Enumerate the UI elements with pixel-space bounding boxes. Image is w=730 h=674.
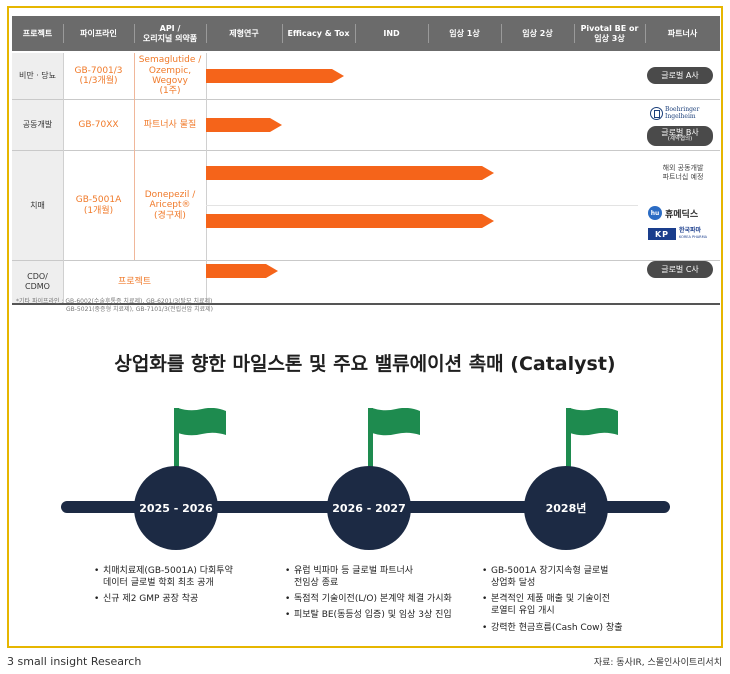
milestone-bullets-1: 치매치료제(GB-5001A) 다회투약 데이터 글로벌 학회 최초 공개 신규… <box>94 565 274 609</box>
category-column <box>12 53 63 303</box>
category-obesity: 비만 · 당뇨 <box>18 71 57 81</box>
column-divider <box>134 53 135 260</box>
milestone-node-1: 2025 - 2026 <box>134 466 218 550</box>
milestone-bullets-3: GB-5001A 장기지속형 글로벌 상업화 달성 본격적인 제품 매출 및 기… <box>482 565 672 638</box>
header-divider <box>428 24 429 43</box>
partner-badge-b: 글로벌 B사 (계약협의) <box>647 126 713 146</box>
header-divider <box>282 24 283 43</box>
progress-arrow-gb5001a-2 <box>206 214 494 228</box>
partner-b-label: 글로벌 B사 <box>661 127 699 137</box>
header-api: API / 오리지널 의약품 <box>142 24 198 43</box>
bullet-item: 신규 제2 GMP 공장 착공 <box>94 593 274 605</box>
header-efficacy: Efficacy & Tox <box>287 28 350 38</box>
partner-badge-c: 글로벌 C사 <box>647 261 713 278</box>
api-semaglutide: Semaglutide / Ozempic, Wegovy (1주) <box>138 55 202 97</box>
flag-pole <box>368 408 373 476</box>
category-cdo: CDO/ CDMO <box>25 272 50 291</box>
pipeline-project: 프로젝트 <box>117 276 152 287</box>
partner-b-note: (계약협의) <box>667 136 693 143</box>
bullet-item: 유럽 빅파마 등 글로벌 파트너사 전임상 종료 <box>285 565 480 589</box>
progress-arrow-gb7001 <box>206 69 345 83</box>
progress-arrow-gb70xx <box>206 118 282 132</box>
header-divider <box>355 24 356 43</box>
partner-badge-a: 글로벌 A사 <box>647 67 713 84</box>
header-divider <box>574 24 575 43</box>
progress-arrow-cdo <box>206 264 279 278</box>
header-partner: 파트너사 <box>667 28 698 38</box>
flag-icon <box>372 408 420 436</box>
header-pipeline: 파이프라인 <box>80 28 117 38</box>
humedix-name: 휴메딕스 <box>665 210 699 220</box>
row-divider <box>12 99 720 100</box>
table-header: 프로젝트 파이프라인 API / 오리지널 의약품 제형연구 Efficacy … <box>12 16 720 51</box>
koreapharma-sub: KOREA PHARMA <box>679 235 707 239</box>
pipeline-gb70xx: GB-70XX <box>78 119 119 130</box>
flag-icon <box>570 408 618 436</box>
source-note: 자료: 동사IR, 스몰인사이트리서치 <box>593 658 722 668</box>
footnote-line2: GB-5021(중증형 치료제), GB-7101/3(전립선암 치료제) <box>66 306 213 313</box>
milestone-node-3: 2028년 <box>524 466 608 550</box>
progress-arrow-gb5001a-1 <box>206 166 494 180</box>
koreapharma-name: 한국파마 <box>679 227 702 234</box>
flag-pole <box>566 408 571 476</box>
flag-icon <box>178 408 226 436</box>
header-project: 프로젝트 <box>22 28 53 38</box>
footnote-line1: *기타 파이프라인 : GB-6002(수술후통증 치료제), GB-6201/… <box>16 298 213 305</box>
bullet-item: 본격적인 제품 매출 및 기술이전 로열티 유입 개시 <box>482 593 672 617</box>
header-divider <box>206 24 207 43</box>
page-footer: 3 small insight Research <box>7 655 142 668</box>
header-phase1: 임상 1상 <box>449 28 480 38</box>
bullet-item: 피보탈 BE(동등성 입증) 및 임상 3상 진입 <box>285 609 480 621</box>
bullet-item: GB-5001A 장기지속형 글로벌 상업화 달성 <box>482 565 672 589</box>
header-formulation: 제형연구 <box>229 28 259 38</box>
api-partner-material: 파트너사 물질 <box>143 119 197 130</box>
boehringer-name: Boehringer Ingelheim <box>665 106 700 120</box>
flag-pole <box>174 408 179 476</box>
boehringer-mark-icon <box>650 107 663 120</box>
humedix-mark-icon: hu <box>648 206 662 220</box>
milestone-bullets-2: 유럽 빅파마 등 글로벌 파트너사 전임상 종료 독점적 기술이전(L/O) 본… <box>285 565 480 626</box>
table-bottom-rule <box>12 303 720 305</box>
header-divider <box>63 24 64 43</box>
row-sub-divider <box>206 205 638 206</box>
milestone-node-2: 2026 - 2027 <box>327 466 411 550</box>
partner-overseas-text: 해외 공동개발 파트너십 예정 <box>662 164 704 182</box>
category-codevelop: 공동개발 <box>22 120 53 130</box>
header-divider <box>645 24 646 43</box>
pipeline-gb5001a: GB-5001A (1개월) <box>75 195 122 216</box>
header-phase2: 임상 2상 <box>522 28 553 38</box>
header-divider <box>501 24 502 43</box>
column-divider <box>63 53 64 303</box>
content-frame <box>7 6 723 648</box>
row-divider <box>12 260 720 261</box>
bullet-item: 강력한 현금흐름(Cash Cow) 창출 <box>482 622 672 634</box>
bullet-item: 독점적 기술이전(L/O) 본계약 체결 가시화 <box>285 593 480 605</box>
category-dementia: 치매 <box>30 200 45 210</box>
boehringer-logo: Boehringer Ingelheim <box>650 106 708 122</box>
bullet-item: 치매치료제(GB-5001A) 다회투약 데이터 글로벌 학회 최초 공개 <box>94 565 274 589</box>
milestone-heading: 상업화를 향한 마일스톤 및 주요 밸류에이션 촉매 (Catalyst) <box>114 353 616 375</box>
pipeline-gb7001: GB-7001/3 (1/3개월) <box>74 65 123 86</box>
header-ind: IND <box>383 28 400 38</box>
api-donepezil: Donepezil / Aricept® (경구제) <box>144 189 196 221</box>
header-divider <box>134 24 135 43</box>
koreapharma-mark-icon: KP <box>648 228 676 240</box>
row-divider <box>12 150 720 151</box>
header-pivotal: Pivotal BE or 임상 3상 <box>580 24 639 43</box>
